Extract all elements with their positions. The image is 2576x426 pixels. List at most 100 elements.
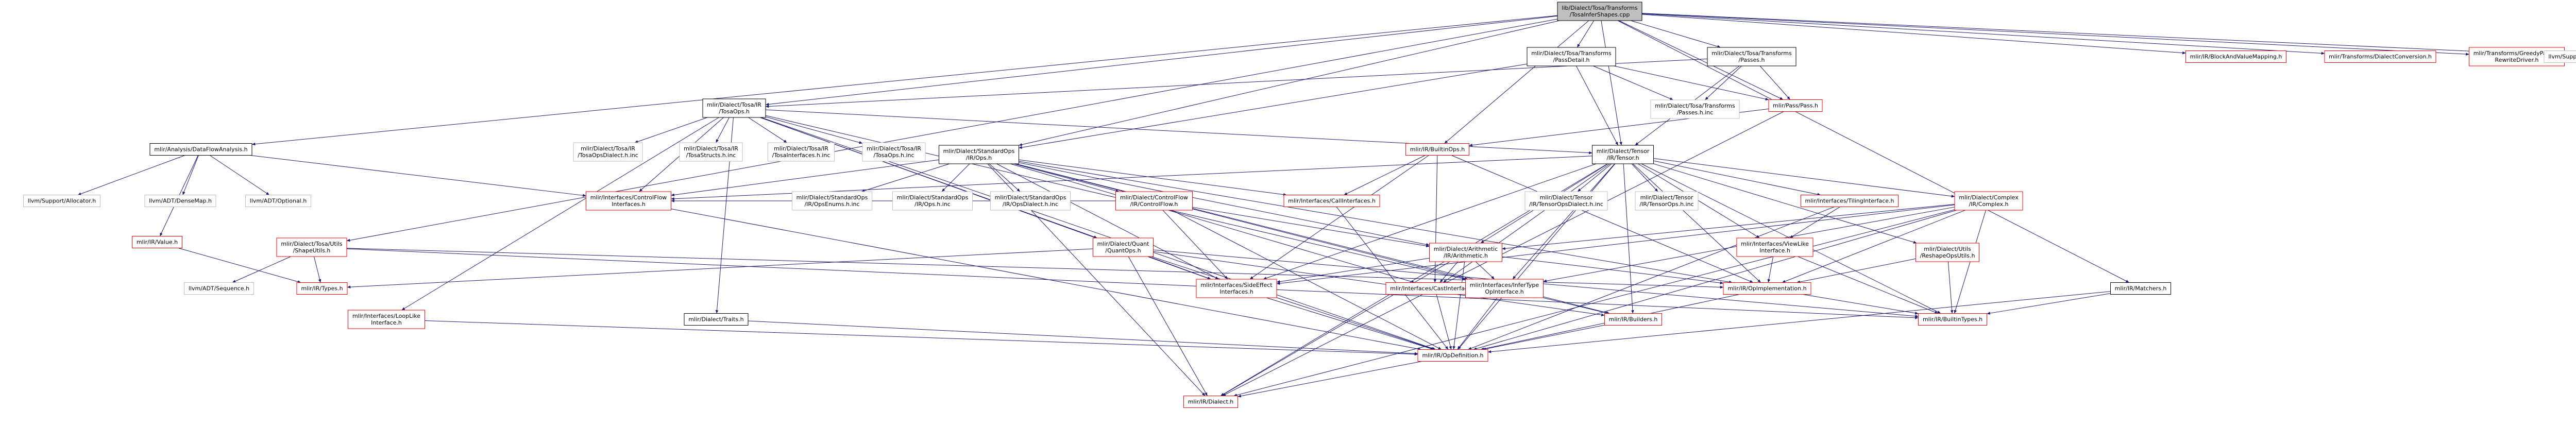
edge-dataflow-to-allocator xyxy=(77,155,185,195)
node-allocator: llvm/Support/Allocator.h xyxy=(23,195,100,207)
edge-root-to-formatvariadic xyxy=(1641,13,2545,56)
edge-traits-to-opdef xyxy=(748,320,1418,355)
node-builtinops[interactable]: mlir/IR/BuiltinOps.h xyxy=(1405,143,1469,156)
edge-tosa-passdetail-to-tensor xyxy=(1576,65,1618,146)
edge-tiling-to-viewlike xyxy=(1789,207,1840,238)
node-label: mlir/Interfaces/ControlFlow xyxy=(590,194,667,201)
node-box xyxy=(1801,195,1899,207)
node-std-dialect-inc: mlir/Dialect/StandardOps/IR/OpsDialect.h… xyxy=(990,191,1071,211)
node-builtintypes[interactable]: mlir/IR/BuiltinTypes.h xyxy=(1918,313,1987,326)
node-label: Interfaces.h xyxy=(612,201,645,208)
node-label: llvm/ADT/Optional.h xyxy=(250,198,307,205)
edge-builtinops-to-cast-iface xyxy=(1433,155,1438,283)
node-root[interactable]: lib/Dialect/Tosa/Transforms/TosaInferSha… xyxy=(1557,2,1642,21)
node-cast-iface[interactable]: mlir/Interfaces/CastInterfaces.h xyxy=(1385,282,1484,295)
node-label: /IR/TensorOps.h.inc xyxy=(1639,201,1693,208)
node-label: mlir/Transforms/GreedyPattern xyxy=(2473,50,2561,57)
node-tosa-passdetail[interactable]: mlir/Dialect/Tosa/Transforms/PassDetail.… xyxy=(1527,47,1616,66)
node-opdef[interactable]: mlir/IR/OpDefinition.h xyxy=(1417,349,1488,362)
node-label: mlir/Dialect/Utils xyxy=(1924,246,1971,252)
node-tosa-shape[interactable]: mlir/Dialect/Tosa/Utils/ShapeUtils.h xyxy=(276,237,347,257)
node-label: mlir/Dialect/StandardOps xyxy=(943,148,1015,155)
node-label: mlir/Dialect/StandardOps xyxy=(897,194,969,201)
edge-pass-to-dialect xyxy=(1222,111,1784,396)
node-label: lib/Dialect/Tosa/Transforms xyxy=(1562,5,1637,11)
node-quant[interactable]: mlir/Dialect/Quant/QuantOps.h xyxy=(1093,237,1154,257)
node-box xyxy=(939,145,1019,164)
node-box xyxy=(1650,99,1740,119)
node-std-enums-inc: mlir/Dialect/StandardOps/IR/OpsEnums.h.i… xyxy=(792,191,872,211)
edge-arith-to-sideeffect xyxy=(1276,258,1430,283)
node-tiling[interactable]: mlir/Interfaces/TilingInterface.h xyxy=(1801,195,1899,207)
node-tosa-passes[interactable]: mlir/Dialect/Tosa/Transforms/Passes.h xyxy=(1707,47,1797,66)
node-reshape[interactable]: mlir/Dialect/Utils/ReshapeOpsUtils.h xyxy=(1916,243,1979,262)
node-builders[interactable]: mlir/IR/Builders.h xyxy=(1604,313,1662,326)
node-label: mlir/Interfaces/ViewLike xyxy=(1741,241,1809,247)
node-box xyxy=(1196,279,1277,298)
node-box xyxy=(1954,191,2023,211)
node-label: mlir/Dialect/Arithmetic xyxy=(1434,246,1498,252)
edge-root-to-tosa-passdetail xyxy=(1577,20,1595,48)
node-dialect[interactable]: mlir/IR/Dialect.h xyxy=(1183,396,1238,408)
edge-root-to-builtinops xyxy=(1444,20,1589,144)
node-box xyxy=(1918,313,1987,326)
edge-stdops-to-infertype xyxy=(1015,163,1468,280)
node-label: mlir/Interfaces/SideEffect xyxy=(1200,282,1273,288)
node-traits[interactable]: mlir/Dialect/Traits.h xyxy=(684,313,749,326)
node-dialectconv[interactable]: mlir/Transforms/DialectConversion.h xyxy=(2324,50,2436,63)
node-tensor[interactable]: mlir/Dialect/Tensor/IR/Tensor.h xyxy=(1592,145,1654,164)
node-densemap: llvm/ADT/DenseMap.h xyxy=(144,195,216,207)
node-value[interactable]: mlir/IR/Value.h xyxy=(132,236,182,248)
node-call-iface[interactable]: mlir/Interfaces/CallInterfaces.h xyxy=(1283,195,1380,207)
edge-viewlike-to-builtintypes xyxy=(1798,256,1938,314)
node-tosaops[interactable]: mlir/Dialect/Tosa/IR/TosaOps.h xyxy=(702,98,766,118)
edge-root-to-dialectconv xyxy=(1641,13,2325,55)
node-dataflow[interactable]: mlir/Analysis/DataFlowAnalysis.h xyxy=(149,143,252,156)
edge-quant-to-builders xyxy=(1153,251,1605,317)
node-label: mlir/Pass/Pass.h xyxy=(1773,103,1818,109)
node-box xyxy=(862,142,926,162)
node-box xyxy=(1635,191,1699,211)
node-label: /IR/Ops.h xyxy=(966,155,992,161)
node-label: /PassDetail.h xyxy=(1553,57,1590,63)
node-label: mlir/IR/BuiltinOps.h xyxy=(1410,146,1465,153)
edge-stdops-to-cf-ops xyxy=(1013,163,1120,193)
edge-root-to-tosa-shape xyxy=(346,19,1558,242)
node-matchers[interactable]: mlir/IR/Matchers.h xyxy=(2110,282,2171,295)
node-cf-ops[interactable]: mlir/Dialect/ControlFlow/IR/ControlFlow.… xyxy=(1115,191,1193,211)
node-pass[interactable]: mlir/Pass/Pass.h xyxy=(1768,99,1823,112)
edge-opimpl-to-builtintypes xyxy=(1802,294,1919,315)
node-label: /Passes.h xyxy=(1738,57,1765,63)
node-label: llvm/Support/FormatVariadic.h xyxy=(2548,54,2576,60)
edge-tensor-to-complex xyxy=(1653,158,1955,198)
edge-tosaops-to-tosa-structs-inc xyxy=(716,117,730,143)
edge-stdops-to-controlflow-iface xyxy=(671,159,939,197)
edge-root-to-tosaops xyxy=(765,15,1558,106)
edge-tensor-to-tensor-dialect-inc xyxy=(1577,163,1612,192)
edge-tosaops-to-tosa-dialect-inc xyxy=(634,117,708,143)
node-types[interactable]: mlir/IR/Types.h xyxy=(296,282,348,295)
node-stdops[interactable]: mlir/Dialect/StandardOps/IR/Ops.h xyxy=(939,145,1019,164)
node-blockmapping[interactable]: mlir/IR/BlockAndValueMapping.h xyxy=(2185,50,2286,63)
edge-tensor-to-infertype xyxy=(1512,163,1615,280)
node-opimpl[interactable]: mlir/IR/OpImplementation.h xyxy=(1723,282,1811,295)
node-arith[interactable]: mlir/Dialect/Arithmetic/IR/Arithmetic.h xyxy=(1429,243,1502,262)
node-box xyxy=(245,195,311,207)
edge-stdops-to-std-dialect-inc xyxy=(989,163,1021,192)
node-label: /TosaInferShapes.cpp xyxy=(1570,11,1630,18)
node-box xyxy=(1115,191,1193,211)
edge-infertype-to-builders xyxy=(1543,297,1609,314)
edge-stdops-to-std-enums-inc xyxy=(861,163,950,192)
node-box xyxy=(1283,195,1380,207)
edge-quant-to-dialect xyxy=(1128,256,1208,396)
edge-stdops-to-cast-iface xyxy=(1010,163,1415,283)
edge-tosa-passes-to-tosa-passes-inc xyxy=(1705,65,1742,100)
node-complex[interactable]: mlir/Dialect/Complex/IR/Complex.h xyxy=(1954,191,2023,211)
node-label: /TosaOps.h.inc xyxy=(873,152,914,159)
edge-quant-to-types xyxy=(347,248,1093,288)
